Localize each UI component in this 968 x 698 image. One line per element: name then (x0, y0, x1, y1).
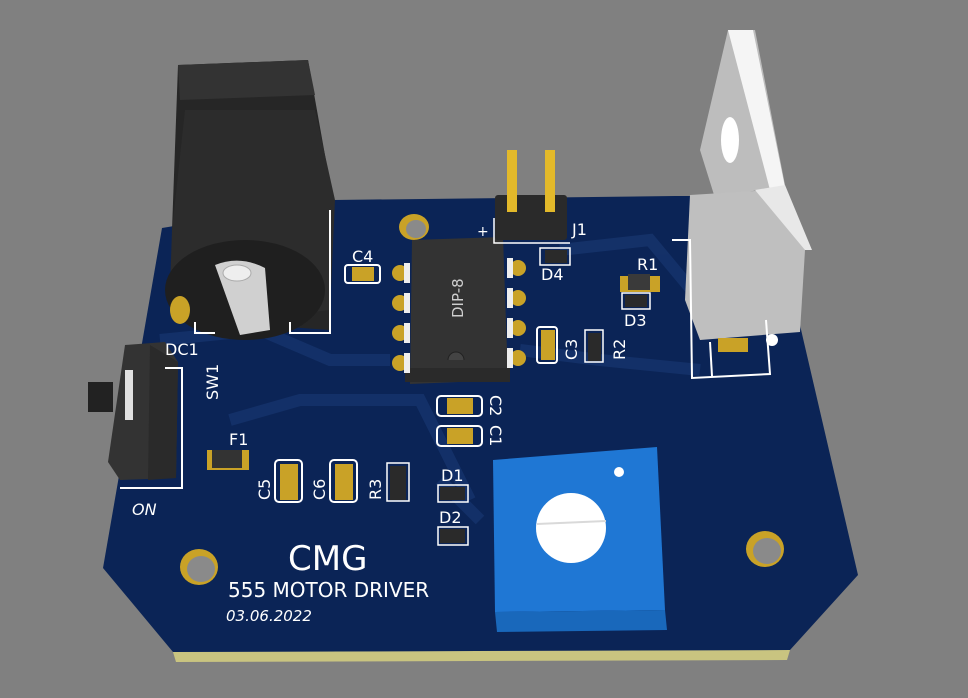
label-j1: J1 (571, 220, 587, 239)
label-d4: D4 (541, 265, 564, 284)
dc-jack (165, 60, 335, 340)
smd-parts (207, 247, 660, 546)
board-title: 555 MOTOR DRIVER (228, 578, 429, 602)
label-on: ON (132, 500, 157, 519)
board-date: 03.06.2022 (226, 607, 312, 625)
mounting-hole (399, 214, 429, 240)
label-c6: C6 (310, 479, 329, 500)
label-dip8: DIP-8 (449, 278, 467, 318)
label-dc1: DC1 (165, 340, 199, 359)
label-c4: C4 (352, 247, 373, 266)
mounting-hole (746, 531, 784, 567)
dip8-ic (392, 237, 526, 384)
voltage-regulator (672, 30, 812, 380)
label-sw1: SW1 (203, 364, 222, 400)
label-c1: C1 (486, 425, 505, 446)
board-edge (173, 650, 790, 662)
label-plus: + (477, 224, 489, 240)
label-c3: C3 (562, 339, 581, 360)
label-r2: R2 (610, 339, 629, 360)
label-r1: R1 (637, 255, 658, 274)
label-r3: R3 (366, 479, 385, 500)
board-brand: CMG (288, 539, 367, 579)
label-d1: D1 (441, 466, 464, 485)
label-d2: D2 (439, 508, 462, 527)
trimmer-potentiometer (493, 447, 667, 632)
silkscreen: C4 J1 + D4 R1 D3 C3 R2 C2 C1 D1 D2 F1 C5… (132, 220, 658, 625)
mounting-hole (180, 549, 218, 585)
pin-header-j1 (493, 150, 570, 244)
label-c2: C2 (486, 395, 505, 416)
label-d3: D3 (624, 311, 647, 330)
slide-switch (88, 342, 183, 489)
label-f1: F1 (229, 430, 248, 449)
label-c5: C5 (255, 479, 274, 500)
